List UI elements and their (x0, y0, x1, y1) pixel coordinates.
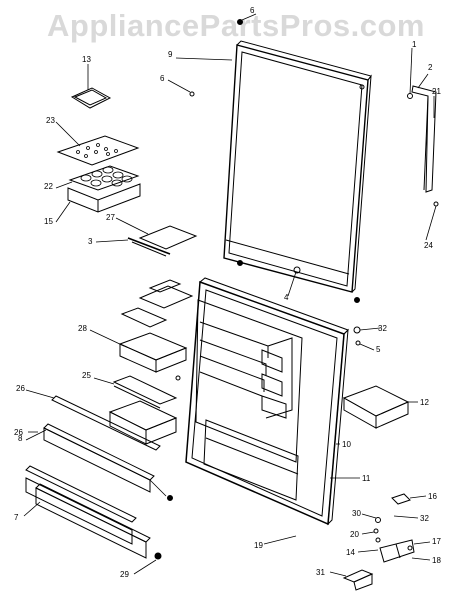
part-label-6-top: 6 (250, 6, 255, 15)
part-label-9: 9 (168, 50, 173, 59)
part-label-32-upper: 32 (378, 324, 387, 333)
part-label-2: 2 (428, 63, 433, 72)
part-label-6-left: 6 (160, 74, 165, 83)
top-screws (189, 19, 439, 346)
part-label-25: 25 (82, 371, 91, 380)
fresh-food-door (185, 277, 349, 526)
part-label-26-upper: 26 (16, 384, 25, 393)
ice-tray-cover (56, 135, 140, 166)
part-label-26-lower: 26 (14, 428, 23, 437)
part-label-32-lower: 32 (420, 514, 429, 523)
part-label-4: 4 (284, 293, 289, 302)
ice-bin (67, 183, 141, 213)
part-label-16: 16 (428, 492, 437, 501)
part-label-14: 14 (346, 548, 355, 557)
part-label-22: 22 (44, 182, 53, 191)
shelf-pieces (120, 279, 194, 328)
part-label-1: 1 (412, 40, 417, 49)
part-label-12: 12 (420, 398, 429, 407)
vegetable-box-12 (342, 385, 410, 429)
long-rails (25, 395, 161, 559)
watermark: AppliancePartsPros.com (47, 8, 425, 43)
hinge-parts (342, 493, 415, 591)
part-label-10: 10 (342, 440, 351, 449)
part-label-31: 31 (316, 568, 325, 577)
part-label-8: 8 (18, 434, 23, 443)
freezer-handle (411, 85, 437, 193)
part-label-5: 5 (376, 345, 381, 354)
drawer-28 (118, 332, 188, 373)
part-label-21: 21 (432, 87, 441, 96)
door-rack-25 (112, 375, 178, 409)
part-label-19: 19 (254, 541, 263, 550)
lower-screws (154, 375, 181, 560)
part-label-17: 17 (432, 537, 441, 546)
part-label-11: 11 (362, 474, 371, 483)
shelf-rod-3 (127, 237, 171, 257)
freezer-door-panel (223, 40, 372, 293)
part-label-15: 15 (44, 217, 53, 226)
part-label-13: 13 (82, 55, 91, 64)
leader-lines (23, 13, 437, 577)
part-label-18: 18 (432, 556, 441, 565)
part-label-23: 23 (46, 116, 55, 125)
part-label-20: 20 (350, 530, 359, 539)
part-label-7: 7 (14, 513, 19, 522)
part-labels: 6 13 9 6 1 2 21 23 22 15 27 3 24 4 32 28… (14, 6, 441, 579)
part-label-28: 28 (78, 324, 87, 333)
ice-cube-tray (68, 165, 140, 191)
part-label-29: 29 (120, 570, 129, 579)
part-label-27: 27 (106, 213, 115, 222)
part-label-30: 30 (352, 509, 361, 518)
glass-shelf-27 (138, 225, 198, 250)
part-label-3: 3 (88, 237, 93, 246)
part-label-24: 24 (424, 241, 433, 250)
ice-bin-small-lid (70, 87, 112, 109)
